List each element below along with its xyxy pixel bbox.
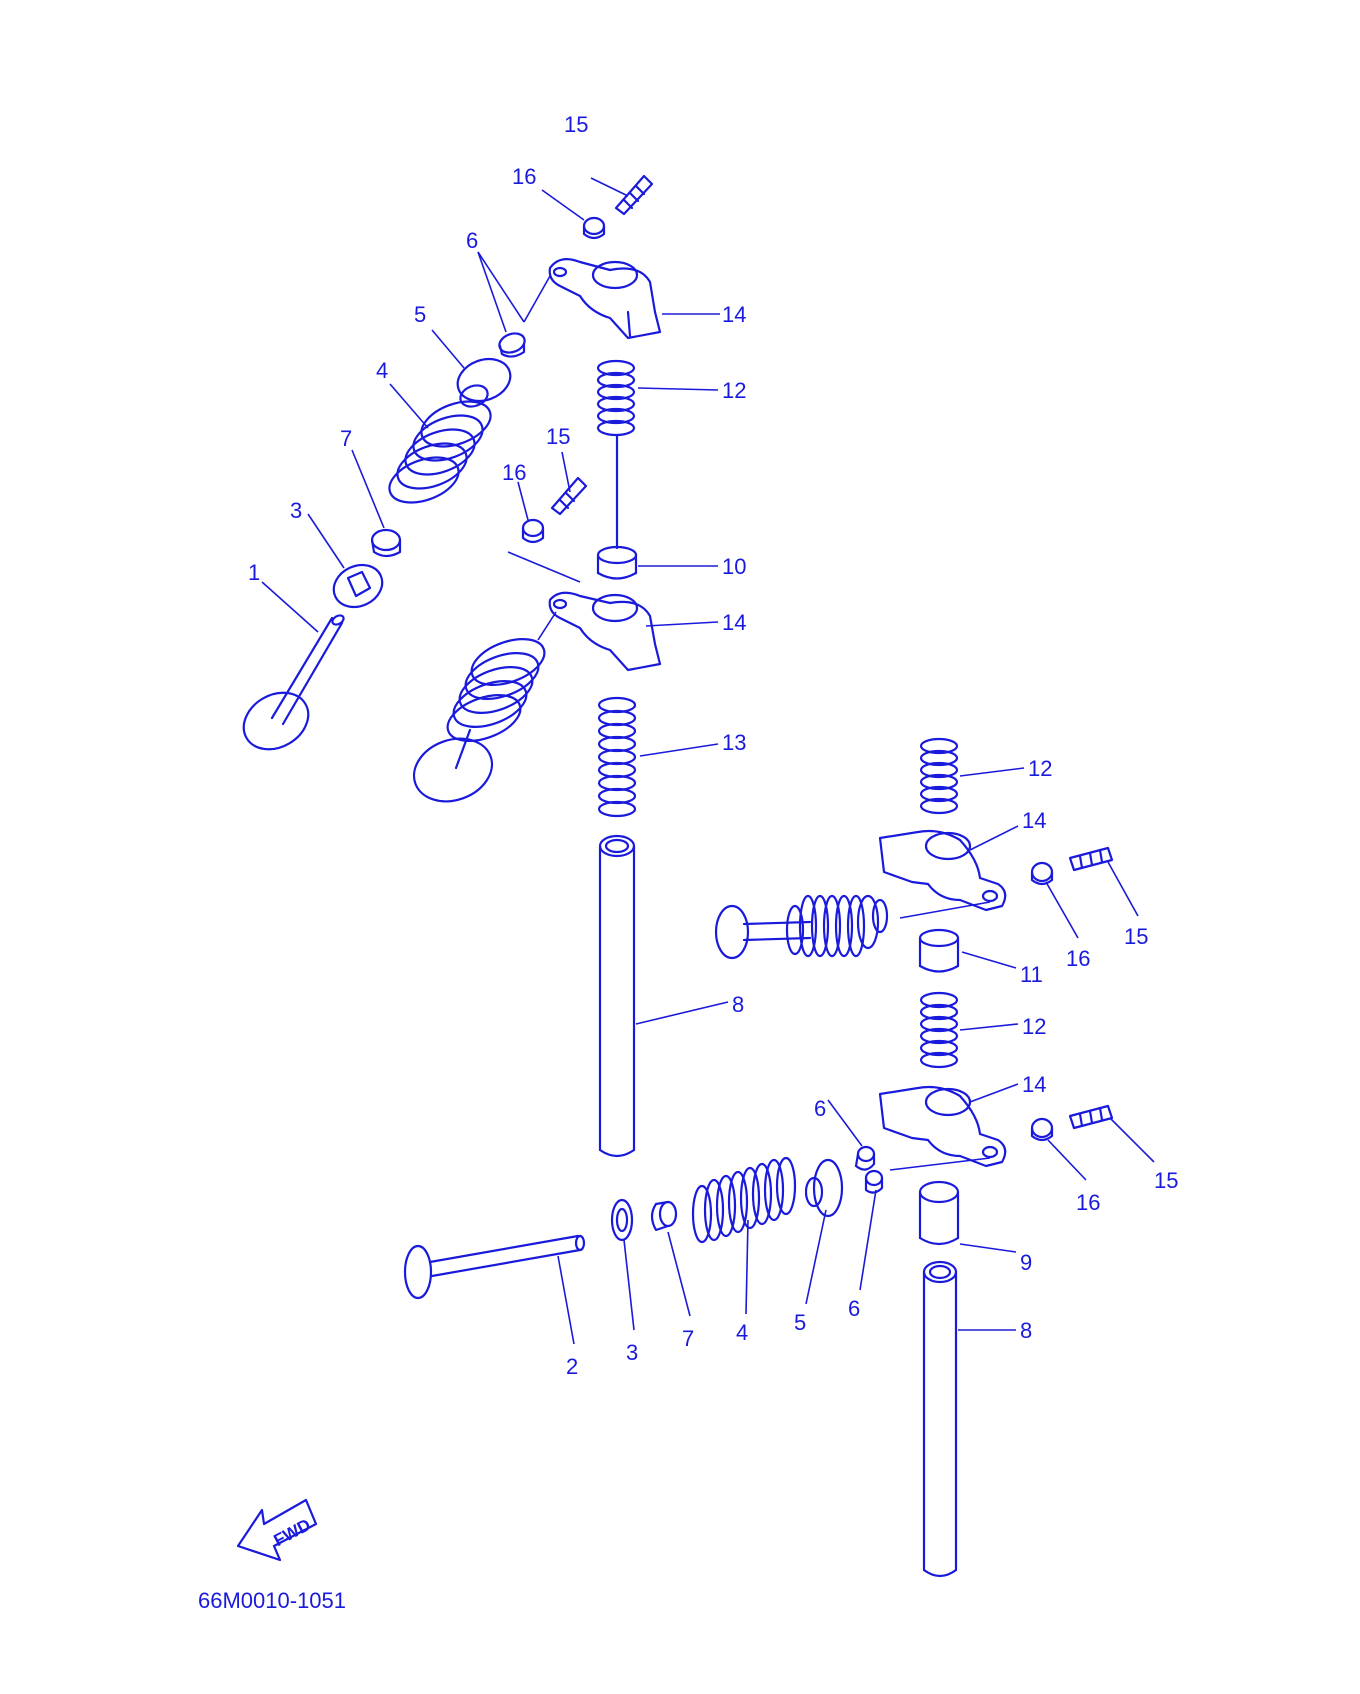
collar-part-10 <box>596 545 638 580</box>
spring-seat-part-3-bottom <box>610 1198 634 1242</box>
rocker-arm-part-14-top <box>548 257 662 340</box>
label-part-7: 7 <box>682 1326 694 1351</box>
adjusting-nut-part-16-mid <box>521 518 545 544</box>
label-part-4: 4 <box>376 358 388 383</box>
label-part-12: 12 <box>722 378 746 403</box>
valve-assembly-right <box>714 894 889 960</box>
label-part-2: 2 <box>566 1354 578 1379</box>
label-part-10: 10 <box>722 554 746 579</box>
label-part-9: 9 <box>1020 1250 1032 1275</box>
label-part-8: 8 <box>732 992 744 1017</box>
label-part-15: 15 <box>546 424 570 449</box>
valve-cotter-part-6 <box>498 332 526 358</box>
label-part-16: 16 <box>502 460 526 485</box>
label-part-5: 5 <box>414 302 426 327</box>
label-part-5: 5 <box>794 1310 806 1335</box>
adjusting-screw-part-15-top <box>614 174 654 216</box>
stem-seal-part-7-bottom <box>650 1200 678 1232</box>
label-part-3: 3 <box>290 498 302 523</box>
label-part-14: 14 <box>1022 1072 1046 1097</box>
collar-part-11 <box>918 928 960 973</box>
label-part-12: 12 <box>1022 1014 1046 1039</box>
valve-part-1 <box>242 614 345 751</box>
collar-part-9 <box>918 1180 960 1246</box>
spring-retainer-part-5-bottom <box>804 1158 844 1218</box>
label-part-1: 1 <box>248 560 260 585</box>
label-part-13: 13 <box>722 730 746 755</box>
label-part-6: 6 <box>814 1096 826 1121</box>
spring-retainer-part-5 <box>456 357 512 408</box>
label-part-15: 15 <box>1124 924 1148 949</box>
rocker-arm-part-14-mid <box>548 591 662 672</box>
label-part-7: 7 <box>340 426 352 451</box>
adjusting-nut-part-16-top <box>582 216 606 240</box>
valve-part-2 <box>403 1234 586 1300</box>
adjusting-nut-part-16-right-upper <box>1030 861 1054 886</box>
fwd-label: FWD <box>271 1515 314 1550</box>
adjusting-screw-part-15-right-upper <box>1068 846 1114 872</box>
rocker-spring-part-12-right-mid <box>919 991 959 1069</box>
valve-cotter-part-6-bottom-lower <box>864 1169 884 1194</box>
valve-spring-part-4-bottom <box>691 1156 797 1244</box>
rocker-shaft-part-8-right <box>922 1260 958 1578</box>
fwd-arrow-icon: FWD <box>236 1498 318 1562</box>
valve-spring-part-4 <box>388 400 492 504</box>
label-part-15: 15 <box>1154 1168 1178 1193</box>
rocker-arm-part-14-right-upper <box>878 829 1007 912</box>
adjusting-nut-part-16-right-lower <box>1030 1117 1054 1142</box>
label-part-6: 6 <box>466 228 478 253</box>
label-part-14: 14 <box>722 302 746 327</box>
label-part-4: 4 <box>736 1320 748 1345</box>
label-part-8: 8 <box>1020 1318 1032 1343</box>
valve-cotter-part-6-bottom-upper <box>854 1145 876 1171</box>
spring-seat-part-3 <box>332 563 384 609</box>
label-part-16: 16 <box>512 164 536 189</box>
label-part-3: 3 <box>626 1340 638 1365</box>
rocker-spring-part-12-right-top <box>919 737 959 815</box>
label-part-14: 14 <box>1022 808 1046 833</box>
label-part-15: 15 <box>564 112 588 137</box>
label-part-11: 11 <box>1020 962 1043 987</box>
label-part-6: 6 <box>848 1296 860 1321</box>
adjusting-screw-part-15-right-lower <box>1068 1104 1114 1130</box>
label-part-16: 16 <box>1076 1190 1100 1215</box>
valve-assembly-left <box>412 638 546 803</box>
part-labels: 15 16 6 5 4 7 3 1 14 12 15 16 10 14 13 8… <box>248 112 1178 1379</box>
drawing-code: 66M0010-1051 <box>198 1588 346 1613</box>
rocker-spring-part-13 <box>597 696 637 818</box>
rocker-spring-part-12-top <box>596 359 636 550</box>
stem-seal-part-7 <box>370 528 402 558</box>
rocker-shaft-part-8-left <box>598 834 636 1158</box>
leader-lines <box>261 177 1155 1345</box>
rocker-arm-part-14-right-lower <box>878 1085 1007 1168</box>
label-part-16: 16 <box>1066 946 1090 971</box>
label-part-12: 12 <box>1028 756 1052 781</box>
label-part-14: 14 <box>722 610 746 635</box>
